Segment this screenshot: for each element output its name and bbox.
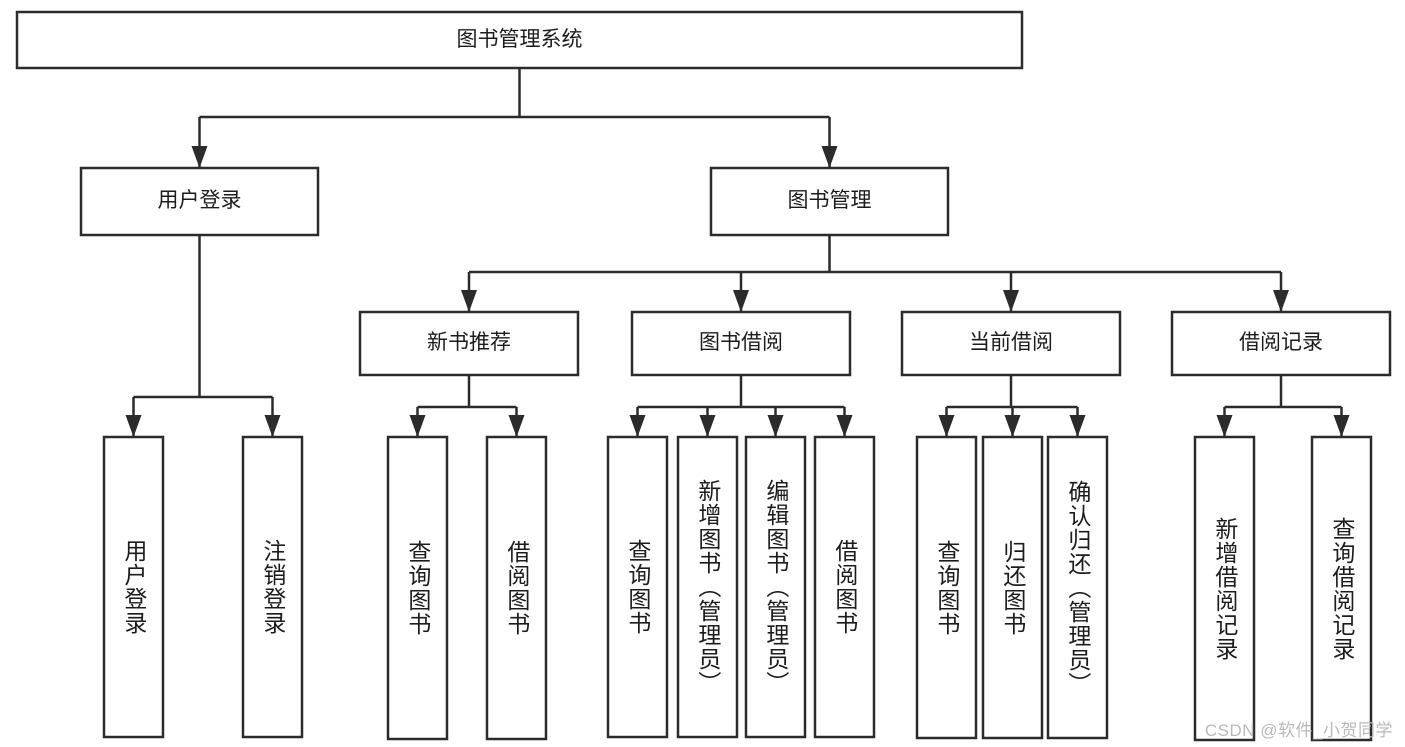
- node-box-l2b[interactable]: [630, 310, 852, 377]
- arrow-head-l2c-1: [1004, 415, 1021, 437]
- node-box-l2d[interactable]: [1170, 310, 1392, 377]
- arrow-head-l2b-1: [699, 415, 716, 437]
- watermark-text: CSDN @软件_小贺同学: [1204, 721, 1393, 740]
- node-box-leaf05[interactable]: [606, 435, 669, 739]
- node-box-leaf08[interactable]: [813, 435, 876, 739]
- node-box-leaf11[interactable]: [1046, 435, 1109, 740]
- node-box-leaf12[interactable]: [1193, 435, 1256, 742]
- node-box-leaf07[interactable]: [744, 435, 807, 739]
- arrow-head-l2c-0: [938, 415, 955, 437]
- arrow-head-l2d-1: [1333, 415, 1350, 437]
- arrow-head-l1b-1: [733, 290, 749, 312]
- arrow-head-l2b-3: [836, 415, 853, 437]
- node-box-leaf03[interactable]: [386, 435, 449, 741]
- node-box-root[interactable]: [15, 10, 1024, 70]
- arrow-head-l1b-2: [1003, 290, 1019, 312]
- node-box-leaf09[interactable]: [915, 435, 978, 740]
- node-box-l2a[interactable]: [358, 310, 580, 377]
- arrow-head-l1a-0: [125, 415, 142, 437]
- arrow-head-l2b-2: [767, 415, 784, 437]
- node-box-leaf10[interactable]: [981, 435, 1044, 740]
- edge-layer: [125, 68, 1350, 437]
- arrow-head-l2d-0: [1216, 415, 1233, 437]
- node-box-leaf06[interactable]: [676, 435, 739, 739]
- arrow-head-l2b-0: [629, 415, 646, 437]
- node-box-leaf01[interactable]: [102, 435, 165, 739]
- arrow-head-l1b-3: [1273, 290, 1289, 312]
- arrow-head-l2a-0: [409, 415, 426, 437]
- node-layer: [15, 10, 1392, 742]
- node-box-leaf04[interactable]: [485, 435, 548, 741]
- node-box-leaf02[interactable]: [241, 435, 304, 739]
- arrow-head-root-0: [191, 146, 208, 168]
- node-box-l2c[interactable]: [900, 310, 1122, 377]
- node-box-l1a[interactable]: [79, 166, 320, 237]
- arrow-head-l2c-2: [1069, 415, 1086, 437]
- arrow-head-l1a-1: [264, 415, 281, 437]
- node-box-leaf13[interactable]: [1310, 435, 1373, 742]
- arrow-head-l1b-0: [461, 290, 477, 312]
- arrow-head-l2a-1: [508, 415, 525, 437]
- node-box-l1b[interactable]: [709, 166, 950, 237]
- arrow-head-root-1: [821, 146, 838, 168]
